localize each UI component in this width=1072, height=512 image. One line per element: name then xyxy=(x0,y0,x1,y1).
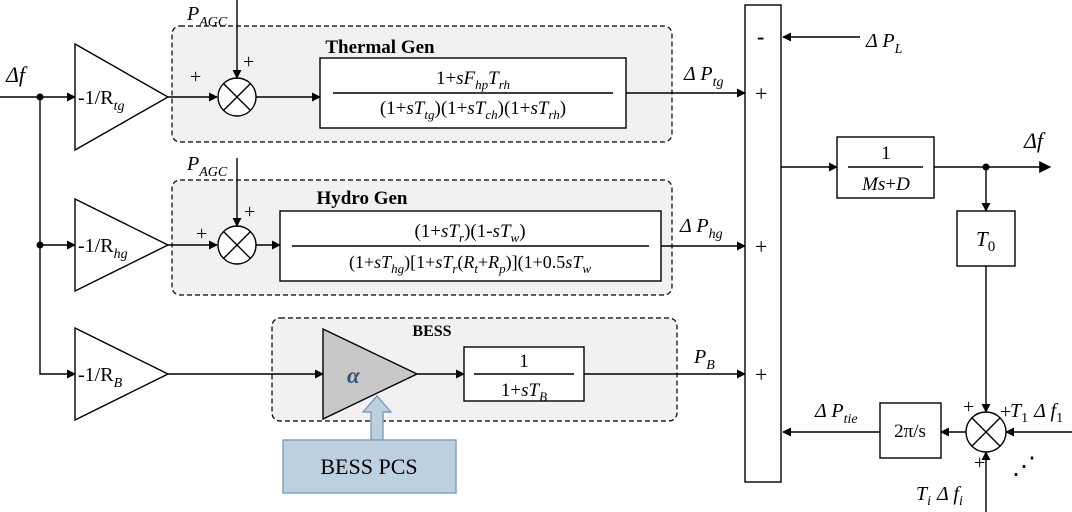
gain-rtg-label: -1/Rtg xyxy=(78,87,124,114)
hydro-denominator: (1+sThg)[1+sTr(Rt+Rp)](1+0.5sTw xyxy=(349,252,591,276)
tie-integrator-block xyxy=(879,402,942,459)
bus-plus-sign-3: + xyxy=(755,362,767,387)
bus-plus-sign-1: + xyxy=(755,81,767,106)
delta-pl-label: Δ PL xyxy=(865,30,903,57)
gain-rhg-triangle xyxy=(74,197,170,293)
tie-sum-cross xyxy=(971,417,1001,447)
gain-rb-triangle xyxy=(74,326,170,422)
thermal-denominator: (1+sTtg)(1+sTch)(1+sTrh) xyxy=(380,98,566,122)
thermal-sum-cross xyxy=(223,83,251,111)
t0-block xyxy=(956,210,1016,267)
pcs-hollow-arrow xyxy=(361,394,393,441)
bess-pcs-box xyxy=(282,439,457,494)
hydro-numerator: (1+sTr)(1-sTw) xyxy=(414,221,525,245)
pb-label: PB xyxy=(693,346,715,373)
t0-label: T0 xyxy=(976,227,995,255)
bess-denominator: 1+sTB xyxy=(501,380,547,404)
more-areas-dots: ⋰ xyxy=(1012,454,1036,480)
gain-rtg-triangle xyxy=(74,42,170,152)
thermal-gen-label: Thermal Gen xyxy=(325,37,435,58)
alpha-triangle xyxy=(322,327,419,421)
pagc-thermal-label: PAGC xyxy=(186,3,228,30)
hydro-gen-label: Hydro Gen xyxy=(317,188,408,209)
thermal-sum-left-sign: + xyxy=(190,66,201,88)
input-junction xyxy=(36,93,44,101)
distribution-line xyxy=(39,97,76,379)
tie-integrator-label: 2π/s xyxy=(894,421,926,442)
delta-p-tg-label: Δ Ptg xyxy=(683,63,723,90)
delta-p-hg-label: Δ Phg xyxy=(679,215,723,242)
alpha-label: α xyxy=(347,363,361,388)
bess-numerator: 1 xyxy=(519,351,529,372)
gain-rb-label: -1/RB xyxy=(78,364,123,391)
tie-sum-top-sign: + xyxy=(963,396,974,418)
hydro-junction xyxy=(36,241,44,249)
bess-label: BESS xyxy=(412,323,451,340)
gain-rhg-label: -1/Rhg xyxy=(78,235,128,262)
hydro-sum-top-sign: + xyxy=(244,201,255,223)
delta-f-input-label: Δf xyxy=(5,62,28,87)
tie-sum-right-sign: + xyxy=(1000,401,1011,423)
thermal-sum-top-sign: + xyxy=(243,51,254,73)
summing-bus xyxy=(744,4,782,483)
delta-ptie-label: Δ Ptie xyxy=(814,400,858,427)
inertia-numerator: 1 xyxy=(881,143,891,164)
bess-pcs-label: BESS PCS xyxy=(320,454,417,479)
bus-minus-sign: - xyxy=(757,24,764,49)
bus-plus-sign-2: + xyxy=(755,234,767,259)
inertia-denominator: Ms+D xyxy=(861,174,910,195)
tie-sum-bottom-sign: + xyxy=(974,452,985,474)
thermal-numerator: 1+sFhpTrh xyxy=(436,68,510,92)
hydro-sum-left-sign: + xyxy=(196,223,207,245)
delta-f-output-label: Δf xyxy=(1023,128,1046,153)
pagc-hydro-label: PAGC xyxy=(186,153,228,180)
hydro-sum-cross xyxy=(223,231,251,259)
